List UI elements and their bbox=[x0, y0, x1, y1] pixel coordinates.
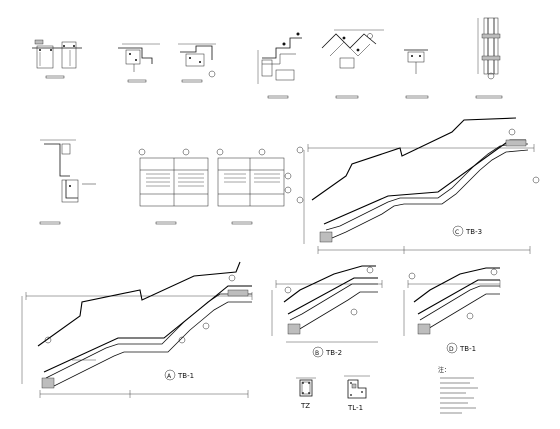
stair-section-tb2: B TB-2 bbox=[271, 265, 383, 358]
notes-block: 注： bbox=[438, 366, 478, 414]
detail-4 bbox=[257, 32, 302, 99]
section-tz-label: TZ bbox=[300, 402, 310, 410]
stair-tb3-mark: C bbox=[455, 229, 459, 236]
stair-tb1-label: TB-1 bbox=[177, 372, 194, 380]
section-tl1-label: TL-1 bbox=[347, 404, 363, 412]
detail-7 bbox=[475, 17, 503, 99]
detail-2 bbox=[118, 43, 160, 83]
plan-view-1 bbox=[138, 148, 209, 225]
detail-6 bbox=[404, 49, 429, 99]
plan-view-2 bbox=[216, 148, 292, 225]
stair-tb3-label: TB-3 bbox=[465, 228, 482, 236]
detail-8 bbox=[39, 139, 96, 225]
stair-tb-right-mark: D bbox=[449, 346, 454, 353]
section-tz: TZ bbox=[296, 377, 316, 410]
detail-5 bbox=[321, 29, 384, 99]
stair-section-tb-right: D TB-1 bbox=[403, 267, 501, 354]
stair-tb-right-label: TB-1 bbox=[459, 345, 476, 353]
detail-3 bbox=[178, 43, 216, 83]
stair-tb2-mark: B bbox=[315, 350, 319, 357]
stair-tb2-label: TB-2 bbox=[325, 349, 342, 357]
stair-section-tb1: A TB-1 bbox=[21, 261, 253, 398]
stair-tb1-mark: A bbox=[167, 373, 172, 380]
stair-section-tb3: C TB-3 bbox=[296, 117, 540, 254]
notes-heading: 注： bbox=[438, 366, 450, 374]
section-tl1: TL-1 bbox=[344, 375, 370, 412]
detail-1 bbox=[32, 39, 82, 79]
